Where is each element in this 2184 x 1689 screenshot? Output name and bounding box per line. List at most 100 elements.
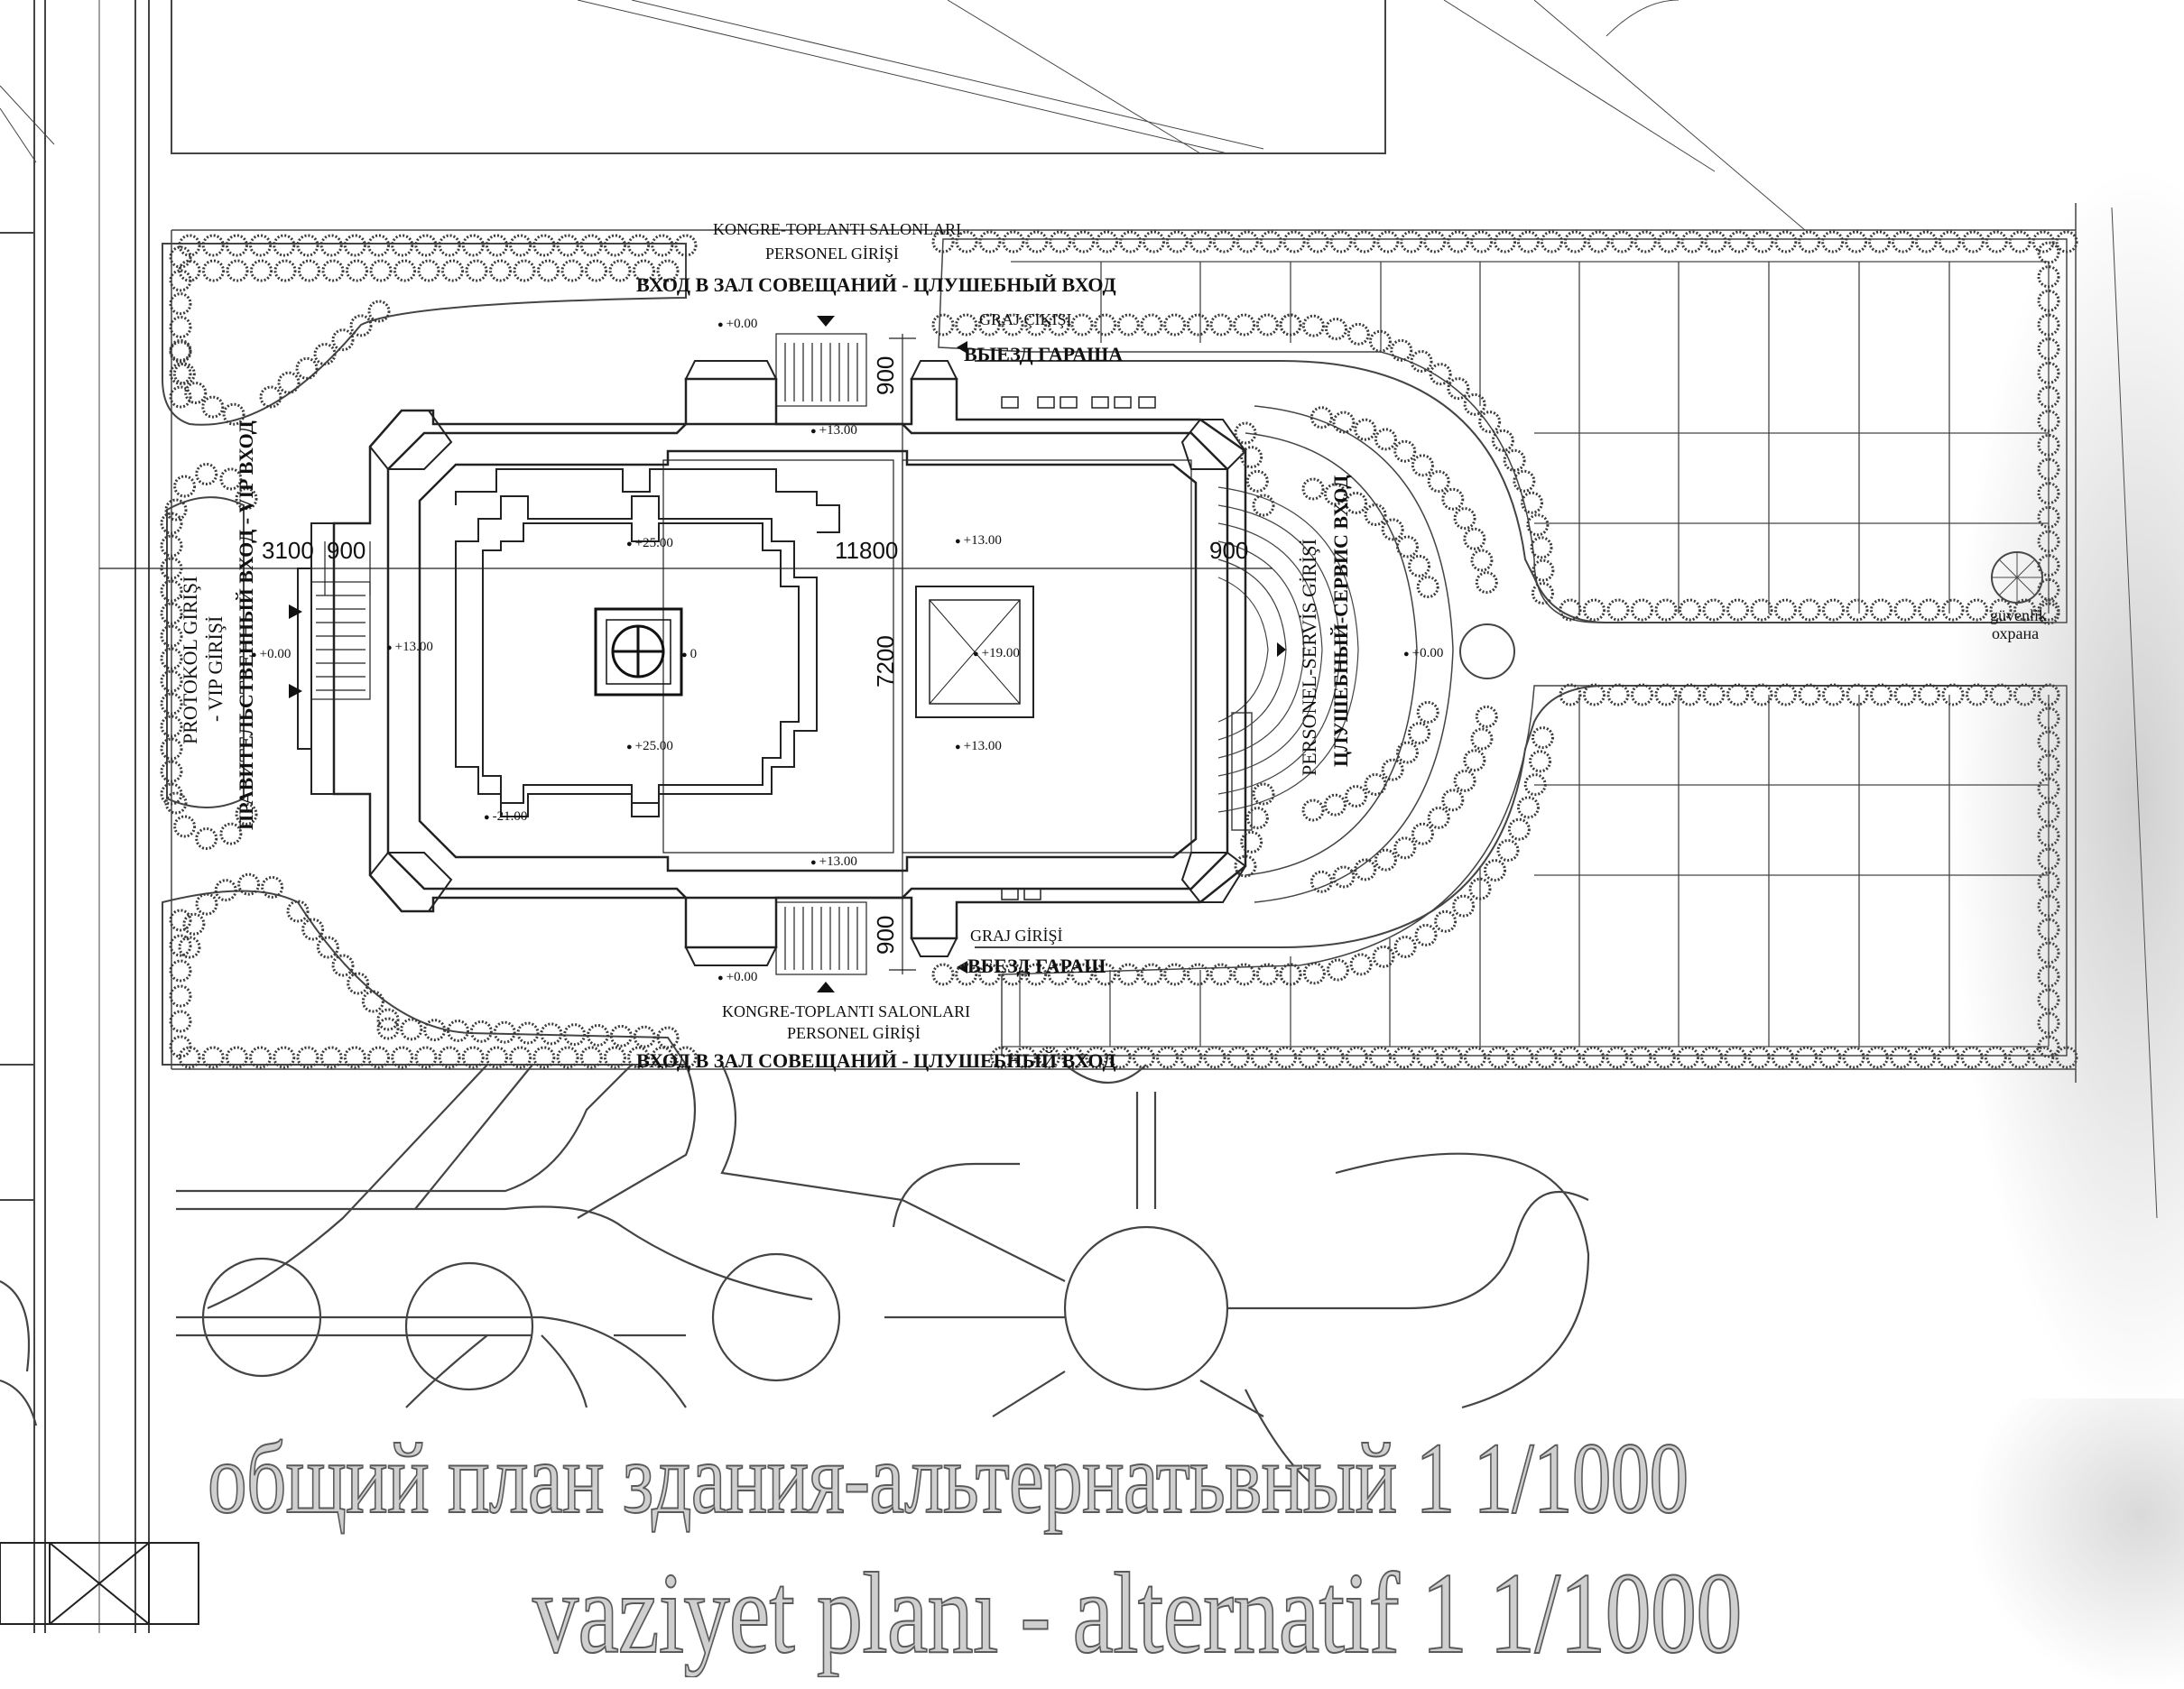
tree-symbol — [261, 875, 284, 899]
tree-symbol — [1255, 313, 1279, 337]
elevation-hall-top: +25.00 — [626, 537, 673, 550]
tree-symbol — [1325, 318, 1348, 341]
tree-symbol — [1255, 963, 1279, 986]
tree-symbol — [1013, 1046, 1037, 1069]
tree-symbol — [1323, 483, 1346, 506]
tree-symbol — [391, 1046, 414, 1069]
tree-symbol — [1893, 683, 1917, 706]
tree-symbol — [1156, 1046, 1180, 1069]
tree-symbol — [1724, 1046, 1747, 1069]
tree-symbol — [1531, 582, 1554, 605]
tree-symbol — [393, 259, 416, 282]
tree-symbol — [1233, 313, 1256, 337]
tree-symbol — [1301, 314, 1325, 337]
tree-symbol — [1024, 963, 1048, 986]
tree-symbol — [627, 1046, 651, 1069]
tree-symbol — [1416, 700, 1439, 724]
tree-symbol — [1470, 727, 1494, 751]
tree-symbol — [2037, 1035, 2060, 1058]
tree-symbol — [160, 647, 183, 670]
tree-symbol — [633, 1025, 656, 1048]
tree-symbol — [674, 234, 698, 257]
tree-symbol — [1447, 230, 1470, 254]
tree-symbol — [1332, 865, 1356, 889]
tree-symbol — [1119, 230, 1142, 254]
tree-symbol — [1846, 683, 1869, 706]
tree-symbol — [1700, 1046, 1724, 1069]
tree-symbol — [1368, 329, 1392, 353]
tree-symbol — [400, 1018, 423, 1041]
tree-symbol — [1494, 230, 1516, 254]
tree-symbol — [296, 234, 319, 257]
tree-symbol — [1441, 789, 1465, 812]
elevation-west-ground: +0.00 — [251, 648, 292, 661]
tree-symbol — [367, 300, 391, 323]
tree-symbol — [169, 269, 192, 292]
tree-symbol — [1393, 935, 1417, 958]
dimension-900-right: 900 — [1209, 537, 1249, 564]
security-label-tr: güvenlik — [1990, 606, 2047, 624]
tree-symbol — [1408, 722, 1431, 745]
elevation-hall-center: 0 — [681, 648, 698, 661]
tree-symbol — [1771, 1046, 1794, 1069]
tree-symbol — [1654, 598, 1678, 622]
tree-symbol — [1633, 230, 1657, 254]
tree-symbol — [1680, 230, 1704, 254]
tree-symbol — [1393, 439, 1417, 463]
tree-symbol — [160, 669, 183, 693]
vip-entrance-label-tr-1: PROTOKOL GİRİŞİ — [179, 576, 201, 744]
tree-symbol — [1918, 683, 1940, 706]
tree-symbol — [301, 918, 325, 941]
tree-symbol — [1429, 363, 1452, 386]
tree-symbol — [1323, 793, 1346, 817]
tree-symbol — [2037, 385, 2060, 409]
tree-symbol — [178, 234, 201, 257]
tree-symbol — [1452, 894, 1476, 918]
tree-symbol — [1496, 839, 1520, 863]
tree-symbol — [651, 1046, 674, 1069]
tree-symbol — [184, 381, 208, 404]
tree-symbol — [563, 1023, 587, 1047]
tree-symbol — [2037, 433, 2060, 457]
tree-symbol — [608, 259, 632, 282]
tree-symbol — [169, 1010, 192, 1033]
tree-symbol — [931, 313, 955, 337]
tree-symbol — [1893, 598, 1917, 622]
tree-symbol — [1889, 1046, 1912, 1069]
scan-noise-bottom — [1967, 1398, 2184, 1689]
tree-symbol — [1532, 558, 1555, 582]
tree-symbol — [2037, 847, 2060, 871]
tree-symbol — [1629, 1046, 1652, 1069]
tree-symbol — [556, 234, 579, 257]
tree-symbol — [1321, 1046, 1345, 1069]
tree-symbol — [160, 534, 183, 558]
tree-symbol — [1484, 859, 1507, 882]
tree-symbol — [1072, 230, 1096, 254]
tree-symbol — [225, 234, 248, 257]
tree-symbol — [1189, 230, 1212, 254]
tree-symbol — [1116, 313, 1140, 337]
tree-symbol — [955, 230, 978, 254]
elevation-east-top: +13.00 — [955, 534, 1002, 548]
tree-symbol — [2037, 265, 2060, 289]
tree-symbol — [1453, 507, 1476, 531]
tree-symbol — [651, 234, 674, 257]
tree-symbol — [2013, 598, 2036, 622]
north-entrance-label-tr-1: KONGRE-TOPLANTI SALONLARI — [713, 220, 962, 238]
tree-symbol — [367, 1046, 391, 1069]
tree-symbol — [1094, 313, 1117, 337]
tree-symbol — [1822, 683, 1845, 706]
tree-symbol — [1279, 963, 1302, 986]
elevation-east-bottom: +13.00 — [955, 740, 1002, 753]
tree-symbol — [1531, 726, 1554, 750]
tree-symbol — [1798, 598, 1821, 622]
tree-symbol — [1747, 1046, 1771, 1069]
tree-symbol — [214, 879, 237, 902]
tree-symbol — [1212, 230, 1235, 254]
tree-symbol — [1966, 598, 1988, 622]
tree-symbol — [2037, 918, 2060, 941]
dimension-900-left: 900 — [327, 537, 366, 564]
tree-symbol — [1559, 598, 1582, 622]
tree-symbol — [485, 1046, 508, 1069]
tree-symbol — [347, 972, 370, 995]
